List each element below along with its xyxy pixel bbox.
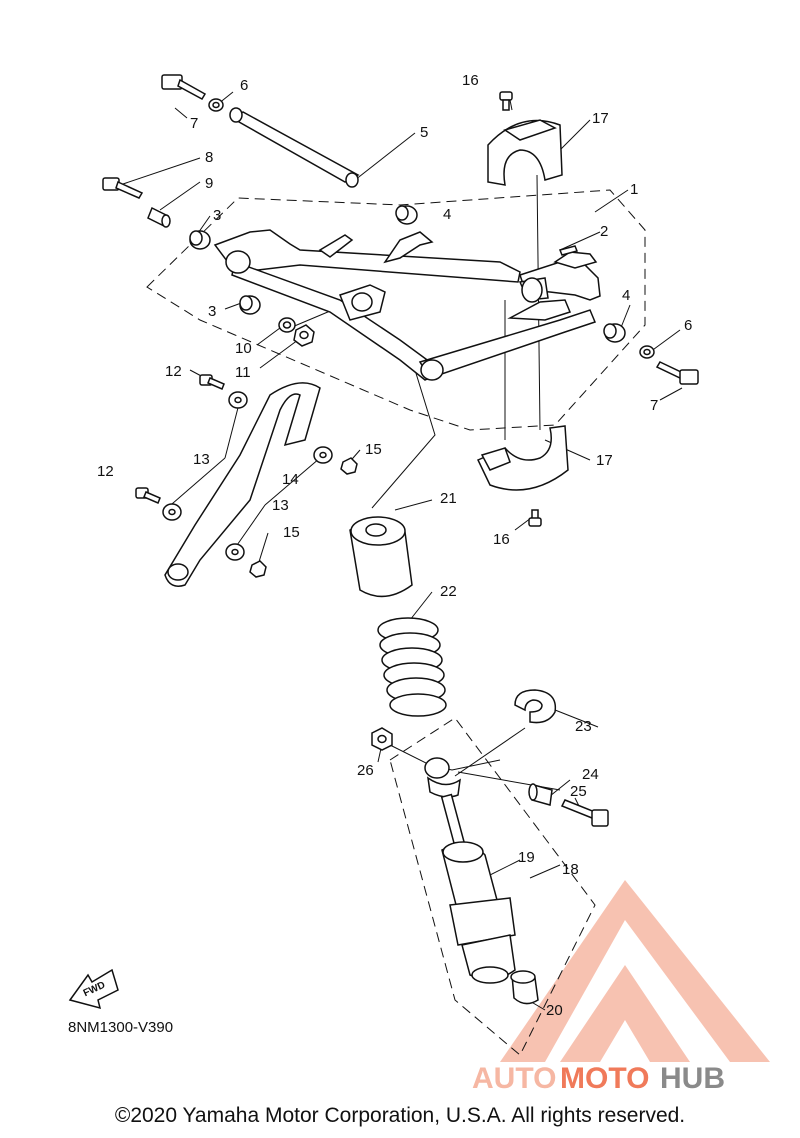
callout-26: 26 — [357, 762, 374, 779]
callout-11: 11 — [235, 364, 251, 381]
bushing-4-upper — [395, 205, 418, 225]
washer-13-mid — [313, 446, 333, 464]
automotohub-logo: AUTO MOTO HUB — [472, 880, 770, 1095]
callout-20: 20 — [546, 1002, 563, 1019]
callout-15: 15 — [283, 524, 300, 541]
screw-16-lower — [528, 509, 542, 527]
callout-21: 21 — [440, 490, 457, 507]
bushing-4-right — [603, 323, 626, 343]
callout-14: 14 — [282, 471, 299, 488]
callout-4: 4 — [443, 206, 451, 223]
callout-8: 8 — [205, 149, 213, 166]
callout-16: 16 — [493, 531, 510, 548]
screw-2 — [558, 245, 579, 256]
callout-3: 3 — [213, 207, 221, 224]
shaft-5 — [229, 107, 360, 188]
bolt-25 — [560, 799, 609, 827]
callout-7: 7 — [190, 115, 198, 132]
screw-16-upper — [499, 91, 513, 111]
fwd-arrow-icon: FWD — [68, 968, 119, 1010]
bolt-8 — [102, 177, 144, 199]
bushing-3-upper — [189, 230, 211, 250]
bushing-20 — [510, 970, 539, 1005]
callout-13: 13 — [272, 497, 289, 514]
callout-17: 17 — [592, 110, 609, 127]
assembly-1-boundary — [146, 189, 646, 431]
callout-17: 17 — [596, 452, 613, 469]
washer-13-lower — [162, 503, 182, 521]
drawing-code: 8NM1300-V390 — [68, 1019, 173, 1036]
callout-numbers: 6 7 5 16 17 8 9 1 3 4 2 4 3 6 10 11 12 7… — [97, 72, 692, 1019]
nut-11 — [293, 324, 315, 347]
callout-2: 2 — [600, 223, 608, 240]
callout-6: 6 — [240, 77, 248, 94]
shock-absorber-19 — [424, 757, 516, 984]
washer-6-top — [208, 98, 224, 112]
copyright-notice: ©2020 Yamaha Motor Corporation, U.S.A. A… — [114, 1104, 686, 1127]
logo-text-moto: MOTO — [560, 1062, 649, 1095]
callout-13: 13 — [193, 451, 210, 468]
callout-4: 4 — [622, 287, 630, 304]
callout-12: 12 — [97, 463, 114, 480]
assembly-18-boundary — [389, 717, 596, 1056]
callout-23: 23 — [575, 718, 592, 735]
bolt-12-lower — [135, 487, 161, 504]
callout-10: 10 — [235, 340, 252, 357]
callout-22: 22 — [440, 583, 457, 600]
callout-1: 1 — [630, 181, 638, 198]
logo-text-auto: AUTO — [472, 1062, 556, 1095]
callout-25: 25 — [570, 783, 587, 800]
slider-block-17-upper — [487, 119, 563, 186]
callout-6: 6 — [684, 317, 692, 334]
nut-15-upper — [340, 457, 358, 475]
collar-9 — [147, 206, 171, 228]
slider-block-17-lower — [476, 425, 569, 491]
bolt-7-top — [161, 74, 207, 101]
washer-13-upper — [228, 391, 248, 409]
callout-16: 16 — [462, 72, 479, 89]
retainer-clip-23 — [514, 689, 557, 724]
parts-diagram: AUTO MOTO HUB — [68, 72, 770, 1095]
callout-9: 9 — [205, 175, 213, 192]
callout-12: 12 — [165, 363, 182, 380]
bump-stop-21 — [349, 516, 413, 598]
bolt-7-right — [655, 361, 699, 385]
washer-10 — [278, 317, 296, 333]
callout-7: 7 — [650, 397, 658, 414]
callout-3: 3 — [208, 303, 216, 320]
spring-22 — [377, 617, 447, 717]
strap-14 — [164, 382, 321, 587]
logo-text-hub: HUB — [660, 1062, 725, 1095]
callout-24: 24 — [582, 766, 599, 783]
callout-18: 18 — [562, 861, 579, 878]
callout-19: 19 — [518, 849, 535, 866]
collar-24 — [528, 783, 553, 806]
swing-arm-frame — [213, 229, 601, 381]
nut-26 — [371, 727, 393, 751]
washer-6-right — [639, 345, 655, 359]
bolt-12-upper — [199, 374, 225, 390]
callout-15: 15 — [365, 441, 382, 458]
washer-13-bottom — [225, 543, 245, 561]
nut-15-lower — [249, 560, 267, 578]
callout-5: 5 — [420, 124, 428, 141]
bushing-3-lower — [239, 295, 261, 315]
